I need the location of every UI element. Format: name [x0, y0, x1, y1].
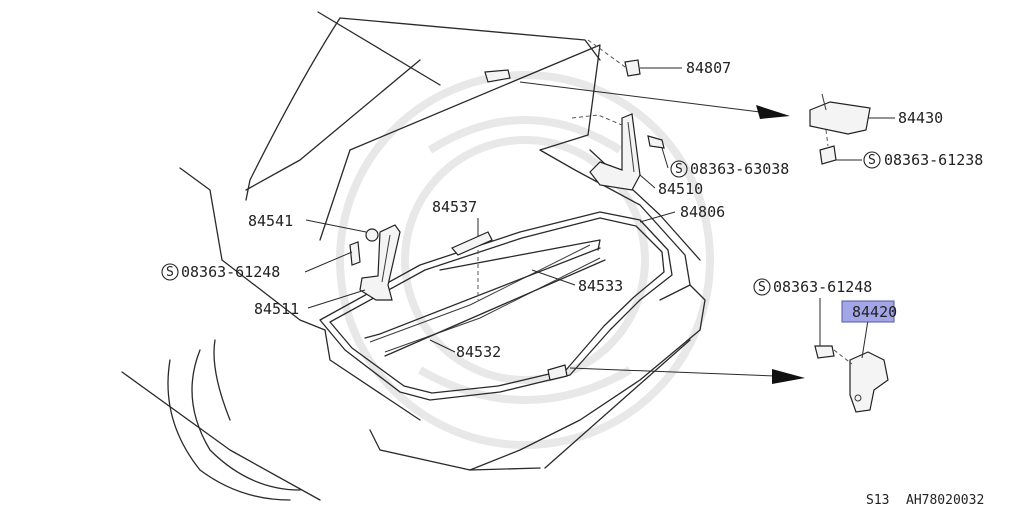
arrow-head-lock [756, 105, 790, 119]
label-08363-61238: 08363-61238 [884, 151, 983, 169]
screw-prefix-61238: S [868, 153, 876, 168]
label-84541: 84541 [248, 212, 293, 230]
trunk-lock-84430 [809, 93, 871, 165]
car-body-outline [121, 11, 706, 501]
torsion-bars [364, 239, 606, 357]
label-84511: 84511 [254, 300, 299, 318]
stay-84537 [451, 231, 493, 256]
label-08363-61248-right: 08363-61248 [773, 278, 872, 296]
label-08363-61248-left: 08363-61248 [181, 263, 280, 281]
leader-lines [304, 67, 895, 359]
hinge-84511 [349, 224, 401, 301]
label-84807: 84807 [686, 59, 731, 77]
label-84430: 84430 [898, 109, 943, 127]
highlight-84420 [841, 300, 895, 323]
screw-prefix-61248-left: S [166, 265, 174, 280]
footer: S13 AH78020032 [866, 493, 984, 508]
footer-model: S13 [866, 493, 889, 508]
label-84532: 84532 [456, 343, 501, 361]
label-84420: 84420 [852, 303, 897, 321]
label-84537: 84537 [432, 198, 477, 216]
labels: 84807 84430 S 08363-63038 S 08363-61238 … [161, 59, 983, 361]
screw-prefix-63038: S [675, 162, 683, 177]
label-84510: 84510 [658, 180, 703, 198]
screw-symbol-63038 [670, 160, 688, 178]
arrow-head-striker [772, 369, 805, 384]
screw-symbol-61238 [863, 151, 881, 169]
screw-prefix-61248-right: S [758, 280, 766, 295]
trunk-weatherstrip-84806 [319, 211, 673, 401]
bumper-84807 [624, 59, 641, 77]
screw-symbol-61248-left [161, 263, 179, 281]
small-parts [451, 59, 641, 381]
footer-code: AH78020032 [906, 493, 984, 508]
label-08363-63038: 08363-63038 [690, 160, 789, 178]
trunk-striker-84420 [814, 345, 889, 413]
label-84806: 84806 [680, 203, 725, 221]
arrows [519, 81, 805, 384]
label-84533: 84533 [578, 277, 623, 295]
hinge-84510 [571, 39, 665, 191]
screw-symbol-61248-right [753, 278, 771, 296]
